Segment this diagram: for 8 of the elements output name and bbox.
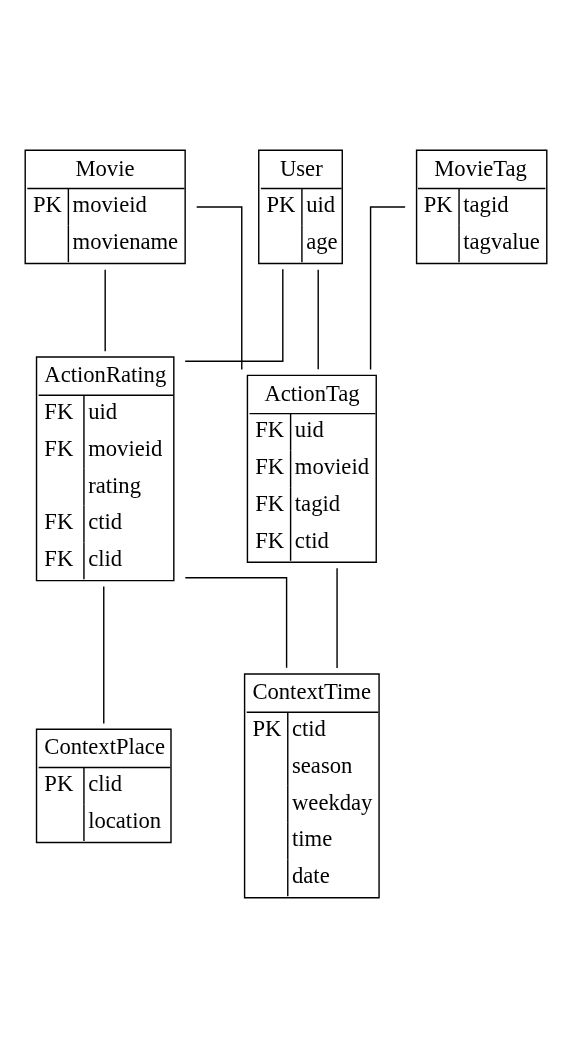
connector — [184, 576, 288, 669]
connector — [195, 205, 243, 370]
connector — [369, 205, 406, 370]
connector — [317, 268, 319, 370]
connector — [103, 585, 105, 724]
connector — [336, 567, 338, 669]
connector — [104, 268, 106, 352]
connector — [184, 268, 284, 362]
